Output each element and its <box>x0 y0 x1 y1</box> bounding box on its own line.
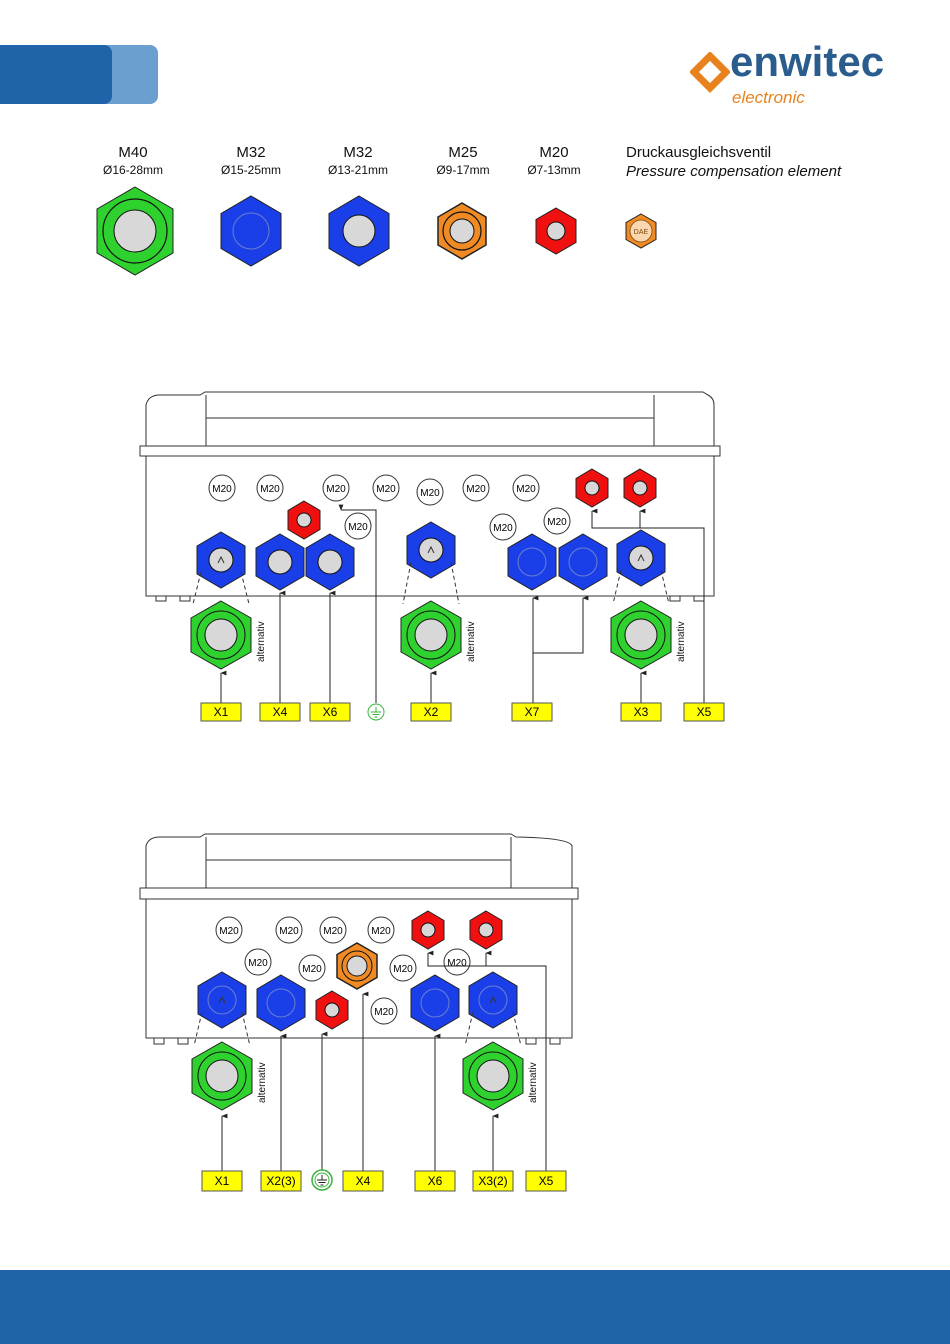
legend-size: M20 <box>539 144 569 161</box>
logo-wordmark: enwitec <box>730 38 885 85</box>
arrows-1 <box>220 504 705 703</box>
label-x4: X4 <box>273 705 288 719</box>
legend-m32-a: M32 Ø15-25mm <box>208 144 294 177</box>
ground-icon <box>367 703 385 721</box>
alternativ-labels-2: alternativ alternativ <box>257 1062 539 1103</box>
svg-text:M20: M20 <box>302 964 322 975</box>
legend-gland-m20 <box>535 207 577 255</box>
svg-text:M20: M20 <box>547 517 567 528</box>
legend-m40: M40 Ø16-28mm <box>90 144 176 177</box>
legend-size: M32 <box>236 144 266 161</box>
m20-glands-2: M20 M20 M20 M20 M20 M20 M20 M20 M20 <box>215 916 471 1025</box>
svg-text:M20: M20 <box>420 488 440 499</box>
legend-size: M25 <box>448 144 478 161</box>
legend-range: Ø16-28mm <box>102 163 164 177</box>
svg-text:M20: M20 <box>376 484 396 495</box>
svg-text:M20: M20 <box>348 522 368 533</box>
label-x3-2: X3(2) <box>478 1174 507 1188</box>
header-tab-inner <box>0 45 112 104</box>
svg-text:M20: M20 <box>212 484 232 495</box>
svg-text:alternativ: alternativ <box>676 621 687 662</box>
legend-range: Ø13-21mm <box>327 163 389 177</box>
alternative-lines-2 <box>193 1011 522 1047</box>
green-glands-1 <box>190 600 672 670</box>
blue-glands-2 <box>197 971 518 1032</box>
svg-text:M20: M20 <box>374 1007 394 1018</box>
svg-text:M20: M20 <box>466 484 486 495</box>
svg-text:M20: M20 <box>219 926 239 937</box>
legend-size: M40 <box>118 144 148 161</box>
label-x1: X1 <box>215 1174 230 1188</box>
label-x7: X7 <box>525 705 540 719</box>
legend-gland-m32-a <box>220 195 282 267</box>
legend-m20: M20 Ø7-13mm <box>511 144 597 177</box>
svg-text:M20: M20 <box>393 964 413 975</box>
header-tab <box>0 45 158 104</box>
label-x5: X5 <box>539 1174 554 1188</box>
label-x6: X6 <box>428 1174 443 1188</box>
label-x2: X2 <box>424 705 439 719</box>
diamond-logo-icon <box>690 52 730 93</box>
pce-label: DAE <box>634 229 649 236</box>
label-x6: X6 <box>323 705 338 719</box>
legend-gland-m40 <box>96 186 174 276</box>
svg-text:M20: M20 <box>516 484 536 495</box>
svg-text:M20: M20 <box>279 926 299 937</box>
alternative-lines-1 <box>192 561 670 605</box>
ground-icon <box>311 1169 333 1191</box>
terminal-labels-2: X1 X2(3) X4 X6 X3(2) X5 <box>201 1170 567 1192</box>
alternativ-labels-1: alternativ alternativ alternativ <box>256 621 687 662</box>
label-x5: X5 <box>697 705 712 719</box>
svg-text:M20: M20 <box>326 484 346 495</box>
orange-gland-2 <box>336 942 378 990</box>
legend-gland-m25 <box>437 202 487 260</box>
legend-gland-m32-b <box>328 195 390 267</box>
enclosure-2 <box>139 833 579 1045</box>
red-glands-2 <box>315 910 503 1030</box>
terminal-labels-1: X1 X4 X6 X2 X7 X3 X5 <box>200 702 725 722</box>
arrows-2 <box>221 950 547 1171</box>
svg-text:alternativ: alternativ <box>466 621 477 662</box>
svg-text:M20: M20 <box>248 958 268 969</box>
svg-text:M20: M20 <box>323 926 343 937</box>
label-x1: X1 <box>214 705 229 719</box>
pce-subtitle: Pressure compensation element <box>626 163 842 180</box>
enclosure-1 <box>139 391 721 602</box>
svg-text:alternativ: alternativ <box>257 1062 268 1103</box>
label-x3: X3 <box>634 705 649 719</box>
footer-bar <box>0 1270 950 1344</box>
pce-title: Druckausgleichsventil <box>626 144 772 161</box>
label-x2-3: X2(3) <box>266 1174 295 1188</box>
svg-text:M20: M20 <box>447 958 467 969</box>
caret-marks-2 <box>218 995 497 1004</box>
legend-pce: DAE <box>625 213 657 249</box>
legend-range: Ø7-13mm <box>527 163 581 177</box>
svg-text:alternativ: alternativ <box>528 1062 539 1103</box>
svg-text:M20: M20 <box>371 926 391 937</box>
legend-size: M32 <box>343 144 373 161</box>
logo-subtitle: electronic <box>732 88 805 107</box>
m20-glands-1: M20 M20 M20 M20 M20 M20 M20 M20 M20 M20 <box>208 474 571 541</box>
blue-glands-1 <box>196 521 666 591</box>
legend-range: Ø15-25mm <box>220 163 282 177</box>
svg-text:M20: M20 <box>493 523 513 534</box>
caret-marks-1 <box>217 545 645 564</box>
legend-m25: M25 Ø9-17mm <box>420 144 506 177</box>
legend-range: Ø9-17mm <box>436 163 490 177</box>
enwitec-logo: enwitec electronic <box>690 38 920 112</box>
red-glands-1 <box>287 468 657 540</box>
label-x4: X4 <box>356 1174 371 1188</box>
green-glands-2 <box>191 1041 524 1111</box>
legend-m32-b: M32 Ø13-21mm <box>315 144 401 177</box>
svg-text:alternativ: alternativ <box>256 621 267 662</box>
svg-text:M20: M20 <box>260 484 280 495</box>
